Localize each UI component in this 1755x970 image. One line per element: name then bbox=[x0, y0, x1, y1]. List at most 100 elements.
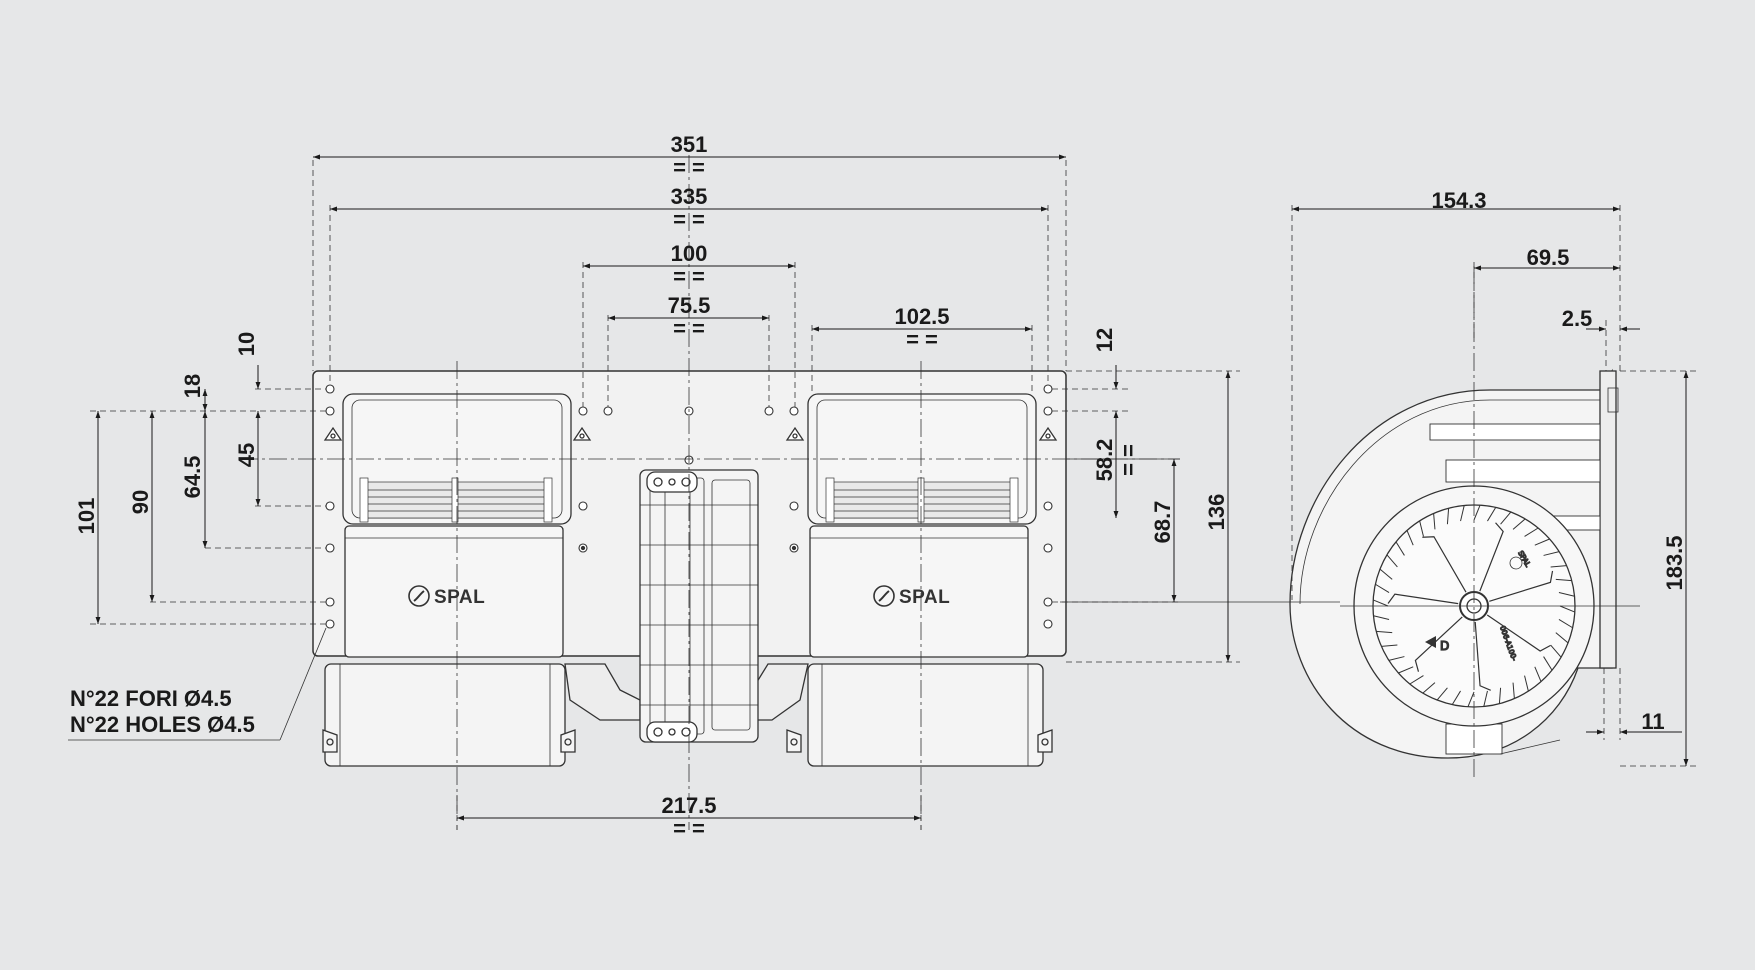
dim-351: 351 bbox=[671, 132, 708, 157]
dimension-lines bbox=[95, 154, 1689, 821]
dim-90: 90 bbox=[128, 490, 153, 514]
fan-blade bbox=[1406, 530, 1414, 546]
fan-blade bbox=[1375, 583, 1390, 593]
fan-blade bbox=[1460, 505, 1465, 522]
side-view: D 006-A100- SPAL bbox=[1289, 266, 1640, 780]
dim-183-5: 183.5 bbox=[1662, 535, 1687, 590]
motor-body bbox=[639, 469, 759, 743]
dim-12: 12 bbox=[1092, 328, 1117, 352]
dim-75-5: 75.5 bbox=[668, 293, 711, 318]
fan-spoke bbox=[1387, 593, 1459, 605]
dimension-labels: 351 = = 335 = = 100 = = 75.5 = = 102.5 =… bbox=[74, 132, 1687, 841]
dim-10: 10 bbox=[234, 332, 259, 356]
fan-blade bbox=[1388, 656, 1405, 661]
lug-bottom-1 bbox=[322, 729, 338, 753]
dim-68-7: 68.7 bbox=[1150, 501, 1175, 544]
left-outlet-box bbox=[344, 525, 564, 658]
fan-blade bbox=[1487, 507, 1497, 522]
fan-blade bbox=[1467, 691, 1475, 708]
dim-335: 335 bbox=[671, 184, 708, 209]
side-flange bbox=[1599, 370, 1617, 669]
fan-blades bbox=[1372, 504, 1576, 708]
fan-blade bbox=[1543, 551, 1560, 556]
fan-blade bbox=[1422, 682, 1436, 694]
dim-100-eq: = = bbox=[673, 264, 705, 289]
fan-blade bbox=[1534, 666, 1542, 682]
fan-blade bbox=[1386, 554, 1398, 568]
lug-bottom-4 bbox=[1037, 729, 1053, 753]
dim-217-5-eq: = = bbox=[673, 816, 705, 841]
holes-note-english: N°22 HOLES Ø4.5 bbox=[70, 712, 255, 737]
fan-blade bbox=[1451, 690, 1461, 705]
fan-blade bbox=[1498, 687, 1502, 704]
fan-blade bbox=[1446, 508, 1450, 525]
brand-label-right: SPAL bbox=[899, 587, 950, 608]
fan-blade bbox=[1372, 599, 1389, 607]
holes-note: N°22 FORI Ø4.5 N°22 HOLES Ø4.5 bbox=[70, 686, 255, 738]
fan-blade bbox=[1500, 511, 1512, 525]
fan-blade bbox=[1550, 565, 1567, 568]
fan-spoke bbox=[1422, 536, 1467, 593]
spal-logo-left: SPAL bbox=[408, 585, 485, 608]
fan-blade bbox=[1433, 513, 1436, 530]
brand-label-left: SPAL bbox=[434, 587, 485, 608]
dim-351-eq: = = bbox=[673, 155, 705, 180]
fan-blade bbox=[1436, 687, 1448, 701]
fan-blade bbox=[1512, 518, 1526, 530]
fan-spoke bbox=[1489, 570, 1554, 602]
fan-blade bbox=[1512, 682, 1515, 699]
fan-blade bbox=[1543, 656, 1553, 671]
dim-18: 18 bbox=[180, 374, 205, 398]
dim-45: 45 bbox=[234, 443, 259, 467]
fan-blade bbox=[1524, 675, 1529, 692]
dim-2-5: 2.5 bbox=[1562, 306, 1593, 331]
fan-blade bbox=[1379, 568, 1393, 580]
left-housing-lower bbox=[324, 663, 566, 767]
dim-101: 101 bbox=[74, 498, 99, 535]
dim-154-3: 154.3 bbox=[1431, 188, 1486, 213]
dim-69-5: 69.5 bbox=[1527, 245, 1570, 270]
fan-blade bbox=[1558, 592, 1575, 597]
dim-11: 11 bbox=[1641, 709, 1664, 734]
right-outlet-box bbox=[809, 525, 1029, 658]
dim-102-5: 102.5 bbox=[894, 304, 949, 329]
lug-bottom-3 bbox=[786, 729, 802, 753]
dim-335-eq: = = bbox=[673, 207, 705, 232]
fan-blade bbox=[1398, 666, 1414, 674]
motor-support-left bbox=[564, 663, 641, 721]
fan-blade bbox=[1409, 675, 1424, 685]
dim-217-5: 217.5 bbox=[661, 793, 716, 818]
fan-blade bbox=[1473, 504, 1481, 521]
dim-75-5-eq: = = bbox=[673, 316, 705, 341]
fan-blade bbox=[1555, 632, 1569, 644]
right-housing-lower bbox=[807, 663, 1044, 767]
dim-100: 100 bbox=[671, 241, 708, 266]
fan-blade bbox=[1381, 644, 1398, 647]
lug-bottom-2 bbox=[560, 729, 576, 753]
dim-136: 136 bbox=[1204, 494, 1229, 531]
fan-spoke bbox=[1479, 522, 1504, 592]
dim-64-5: 64.5 bbox=[180, 456, 205, 499]
dim-58-2-eq: = = bbox=[1116, 444, 1141, 476]
fan-blade bbox=[1550, 644, 1562, 658]
fan-spoke bbox=[1474, 621, 1491, 691]
fan-blade bbox=[1558, 619, 1573, 629]
fan-spoke bbox=[1414, 616, 1463, 672]
spal-logo-right: SPAL bbox=[873, 585, 950, 608]
fan-blade bbox=[1559, 605, 1576, 613]
fan-spoke bbox=[1486, 614, 1551, 652]
fan-spokes bbox=[1387, 522, 1554, 691]
fan-blade bbox=[1483, 690, 1488, 707]
fan-blade bbox=[1373, 615, 1390, 620]
front-view bbox=[312, 370, 1067, 767]
extension-lines bbox=[90, 160, 1700, 830]
fan-blade bbox=[1376, 630, 1393, 634]
fan-blade bbox=[1555, 578, 1572, 582]
dim-58-2: 58.2 bbox=[1092, 439, 1117, 482]
fan-blade bbox=[1419, 520, 1424, 537]
fan-blade bbox=[1524, 527, 1539, 537]
rotor-direction-label: D bbox=[1440, 639, 1449, 653]
dim-102-5-eq: = = bbox=[906, 327, 938, 352]
